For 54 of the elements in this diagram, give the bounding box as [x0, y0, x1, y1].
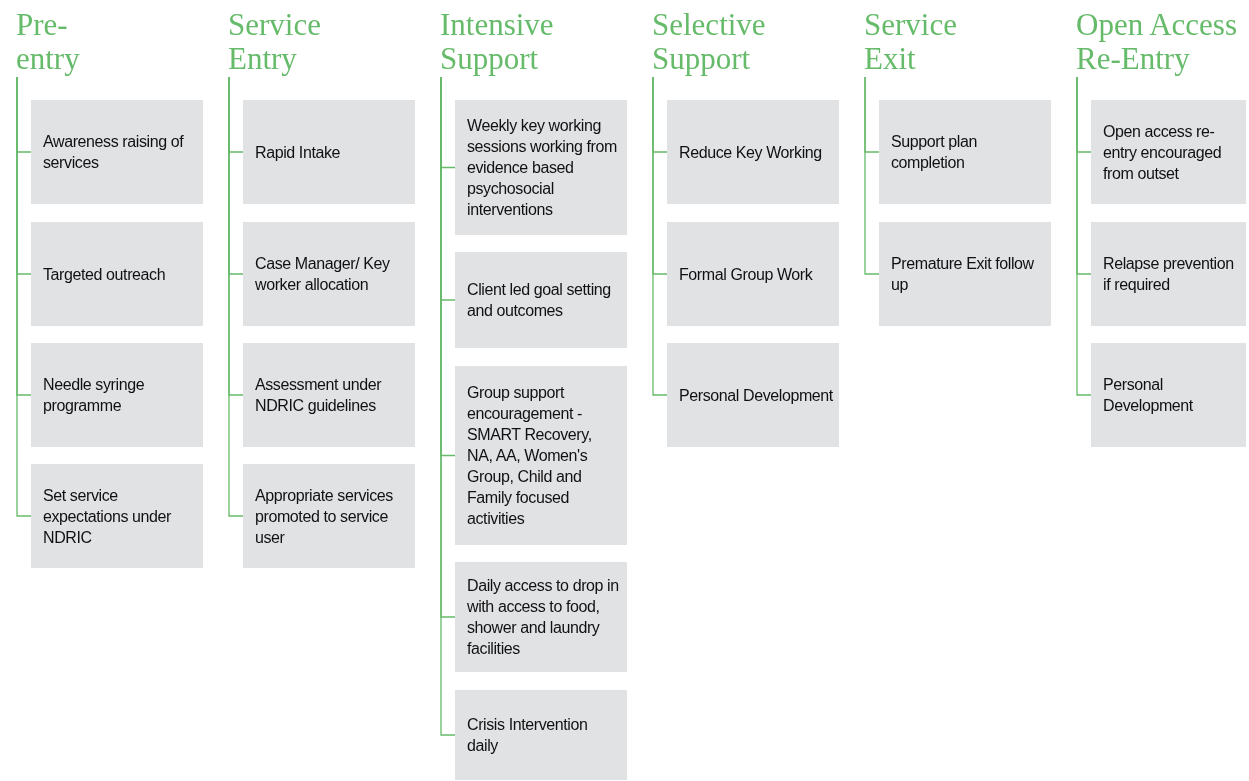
- step-box: [455, 366, 627, 545]
- tree-connector: [228, 76, 244, 517]
- column-heading: Open Access Re-Entry: [1076, 8, 1249, 76]
- step-text: Formal Group Work: [679, 264, 813, 285]
- step-box: [667, 222, 839, 326]
- step-box: [31, 464, 203, 568]
- step-box: [455, 252, 627, 348]
- step-text: Support plan completion: [891, 132, 978, 173]
- step-text: Needle syringe programme: [43, 375, 146, 416]
- tree-connector: [864, 76, 880, 275]
- step-text: Client led goal setting and outcomes: [467, 280, 612, 321]
- step-box: [31, 100, 203, 204]
- step-text: Daily access to drop in with access to food, shower and laundry facilities: [467, 576, 620, 659]
- tree-connector: [652, 76, 668, 396]
- step-box: [667, 100, 839, 204]
- step-box: [1091, 222, 1246, 326]
- tree-connector: [16, 76, 32, 517]
- step-text: Set service expectations under NDRIC: [43, 485, 172, 548]
- step-text: Premature Exit follow up: [891, 254, 1035, 295]
- step-box: [1091, 100, 1246, 204]
- step-box: [243, 100, 415, 204]
- tree-connector: [1076, 76, 1092, 396]
- step-box: [243, 343, 415, 447]
- step-box: [31, 222, 203, 326]
- step-text: Awareness raising of services: [43, 132, 185, 173]
- step-box: [31, 343, 203, 447]
- column-heading: Service Entry: [228, 8, 378, 76]
- column-heading: Selective Support: [652, 8, 802, 76]
- step-box: [1091, 343, 1246, 447]
- step-text: Assessment under NDRIC guidelines: [255, 375, 383, 416]
- step-box: [879, 100, 1051, 204]
- step-text: Personal Development: [1103, 375, 1194, 416]
- step-box: [879, 222, 1051, 326]
- step-box: [455, 100, 627, 235]
- step-text: Weekly key working sessions working from evidence based psychosocial interventions: [467, 116, 618, 220]
- step-box: [243, 464, 415, 568]
- step-text: Rapid Intake: [255, 142, 341, 163]
- step-text: Group support encouragement - SMART Recovery, NA, AA, Women's Group, Child and Family focused activities: [467, 383, 593, 529]
- step-text: Reduce Key Working: [679, 142, 822, 163]
- step-text: Case Manager/ Key worker allocation: [255, 254, 391, 295]
- step-box: [667, 343, 839, 447]
- column-heading: Pre-entry: [16, 8, 111, 76]
- step-box: [455, 690, 627, 780]
- step-text: Targeted outreach: [43, 264, 166, 285]
- step-box: [243, 222, 415, 326]
- column-heading: Intensive Support: [440, 8, 590, 76]
- step-text: Crisis Intervention daily: [467, 715, 589, 756]
- step-text: Relapse prevention if required: [1103, 254, 1235, 295]
- step-text: Personal Development: [679, 385, 833, 406]
- step-text: Appropriate services promoted to service user: [255, 485, 394, 548]
- step-text: Open access re-entry encouraged from outset: [1103, 121, 1223, 184]
- step-box: [455, 562, 627, 672]
- tree-connector: [440, 76, 456, 736]
- column-heading: Service Exit: [864, 8, 1014, 76]
